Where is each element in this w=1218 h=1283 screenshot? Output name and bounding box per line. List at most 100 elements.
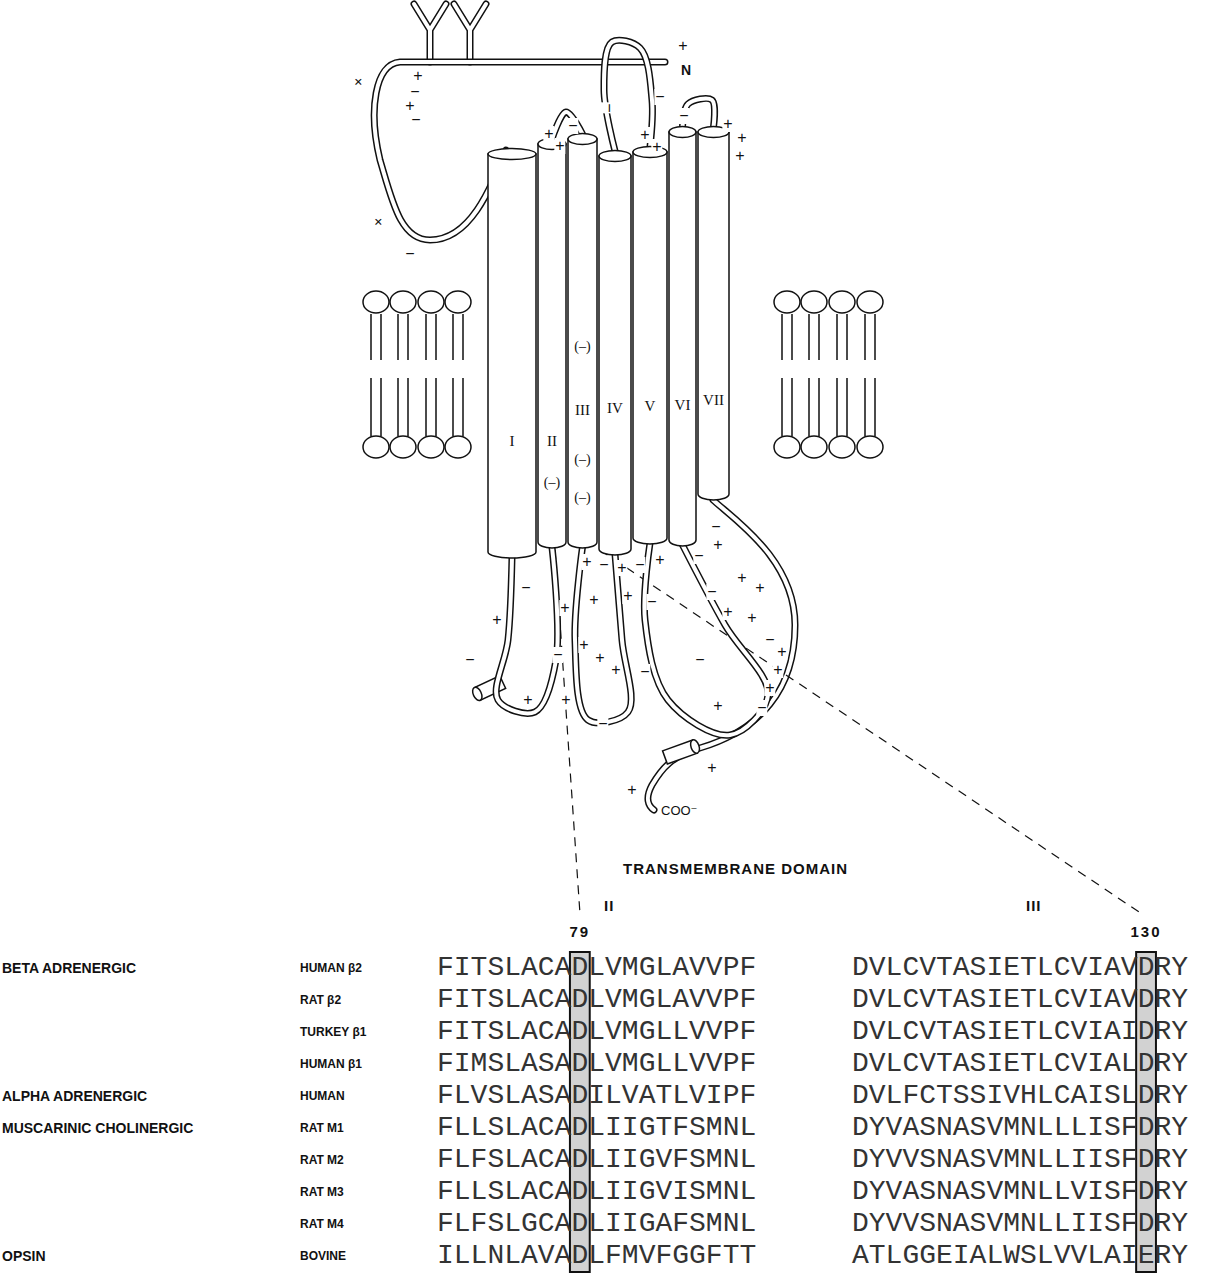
- sequence-text: DYVASNASVMNLLLISFDRY: [852, 1113, 1188, 1143]
- lipid-head: [801, 436, 827, 458]
- charge-sign: +: [610, 662, 621, 678]
- charge-sign: −: [552, 647, 563, 663]
- charge-sign: −: [764, 632, 775, 648]
- charge-sign: +: [348, 72, 367, 91]
- c-terminal-tail: [648, 500, 795, 810]
- sequence-text: FLFSLACADLIIGVFSMNL: [437, 1145, 756, 1175]
- charge-sign: −: [694, 652, 705, 668]
- glycosylation-sites: [414, 4, 486, 62]
- receptor-class: ALPHA ADRENERGIC: [2, 1089, 147, 1103]
- lipid-tails: [782, 314, 875, 436]
- sequence-text: DVLFCTSSIVHLCAISLDRY: [852, 1081, 1188, 1111]
- loop-connector: [604, 40, 652, 151]
- species-label: RAT M3: [300, 1186, 344, 1198]
- charge-sign: +: [654, 552, 665, 568]
- cylinder-outline: [697, 126, 730, 500]
- lipid-head: [363, 436, 389, 458]
- charge-sign: +: [764, 680, 775, 696]
- charge-sign: −: [710, 519, 721, 535]
- sequence-text: FITSLACADLVMGLAVVPF: [437, 985, 756, 1015]
- sequence-text: ILLNLAVADLFMVFGGFTT: [437, 1241, 756, 1271]
- charge-mark: (–): [574, 491, 590, 505]
- charge-sign: +: [639, 127, 650, 143]
- charge-mark: (–): [574, 340, 590, 354]
- charge-sign: +: [736, 570, 747, 586]
- charge-mark: (–): [544, 476, 560, 490]
- charge-sign: −: [567, 118, 578, 134]
- cylinder-outline: [598, 150, 632, 555]
- charge-sign: +: [651, 139, 662, 155]
- charge-sign: −: [520, 580, 531, 596]
- lipid-tails: [371, 314, 463, 436]
- charge-sign: +: [581, 554, 592, 570]
- leader-line: [600, 550, 1142, 914]
- charge-sign: +: [736, 130, 747, 146]
- loop-connector: [575, 547, 631, 723]
- cylinder-outline: [487, 148, 537, 558]
- lipid-head: [829, 436, 855, 458]
- charge-mark: (–): [574, 453, 590, 467]
- charge-sign: −: [601, 102, 617, 113]
- c-terminal-chain: [648, 500, 795, 810]
- sequence-text: FITSLACADLVMGLLVVPF: [437, 1017, 756, 1047]
- sequence-text: DYVVSNASVMNLLIISFDRY: [852, 1209, 1188, 1239]
- cylinder-body: [568, 139, 597, 548]
- sequence-text: FIMSLASADLVMGLLVVPF: [437, 1049, 756, 1079]
- lipid-head: [390, 436, 416, 458]
- residue-number: 79: [569, 924, 590, 939]
- charge-sign: +: [491, 612, 502, 628]
- charge-sign: +: [712, 537, 723, 553]
- loop-connector: [644, 543, 768, 735]
- helix-segment: [663, 739, 702, 764]
- lipid-head: [418, 436, 444, 458]
- sequence-text: DVLCVTASIETLCVIALDRY: [852, 1049, 1188, 1079]
- terminus-label: N: [680, 63, 692, 77]
- section-heading: II: [604, 898, 614, 913]
- lipid-head: [774, 291, 800, 313]
- charge-sign: +: [734, 148, 745, 164]
- section-heading: TRANSMEMBRANE DOMAIN: [623, 861, 848, 876]
- charge-sign: +: [412, 68, 423, 84]
- loop-connector: [496, 547, 558, 713]
- lipid-head: [418, 291, 444, 313]
- sequence-text: DYVVSNASVMNLLIISFDRY: [852, 1145, 1188, 1175]
- charge-sign: −: [678, 108, 689, 124]
- loop-fill: [604, 40, 652, 151]
- sequence-text: DVLCVTASIETLCVIAVDRY: [852, 953, 1188, 983]
- section-heading: III: [1026, 898, 1042, 913]
- sequence-text: FLLSLACADLIIGVISMNL: [437, 1177, 756, 1207]
- cylinder-outline: [668, 126, 697, 546]
- charge-sign: −: [597, 716, 608, 732]
- loop-outline: [644, 543, 768, 735]
- helix-cylinder: VII: [697, 126, 730, 500]
- lipid-head: [445, 291, 471, 313]
- sequence-text: DVLCVTASIETLCVIAIDRY: [852, 1017, 1188, 1047]
- lipid-head: [390, 291, 416, 313]
- cylinder-outline: [632, 146, 668, 544]
- helix-number: III: [575, 403, 590, 418]
- charge-sign: −: [404, 246, 415, 262]
- charge-sign: +: [543, 126, 554, 142]
- charge-sign: +: [588, 592, 599, 608]
- charge-sign: −: [634, 557, 645, 573]
- charge-sign: +: [677, 38, 688, 54]
- charge-sign: +: [722, 604, 733, 620]
- charge-sign: −: [646, 594, 657, 610]
- helix-cylinder: VI: [668, 126, 697, 546]
- cylinder-top: [669, 127, 696, 138]
- cylinder-top: [488, 149, 536, 160]
- cylinder-top: [599, 151, 631, 162]
- charge-sign: +: [368, 212, 387, 231]
- charge-sign: +: [626, 782, 637, 798]
- sequence-text: DYVASNASVMNLLVISFDRY: [852, 1177, 1188, 1207]
- charge-sign: +: [554, 138, 565, 154]
- charge-sign: +: [712, 698, 723, 714]
- receptor-class: BETA ADRENERGIC: [2, 961, 136, 975]
- charge-sign: −: [654, 89, 665, 105]
- charge-sign: +: [772, 662, 783, 678]
- carbohydrate-chain: [414, 4, 486, 62]
- species-label: HUMAN: [300, 1090, 345, 1102]
- charge-sign: +: [594, 650, 605, 666]
- residue-number: 130: [1131, 924, 1162, 939]
- receptor-class: OPSIN: [2, 1249, 46, 1263]
